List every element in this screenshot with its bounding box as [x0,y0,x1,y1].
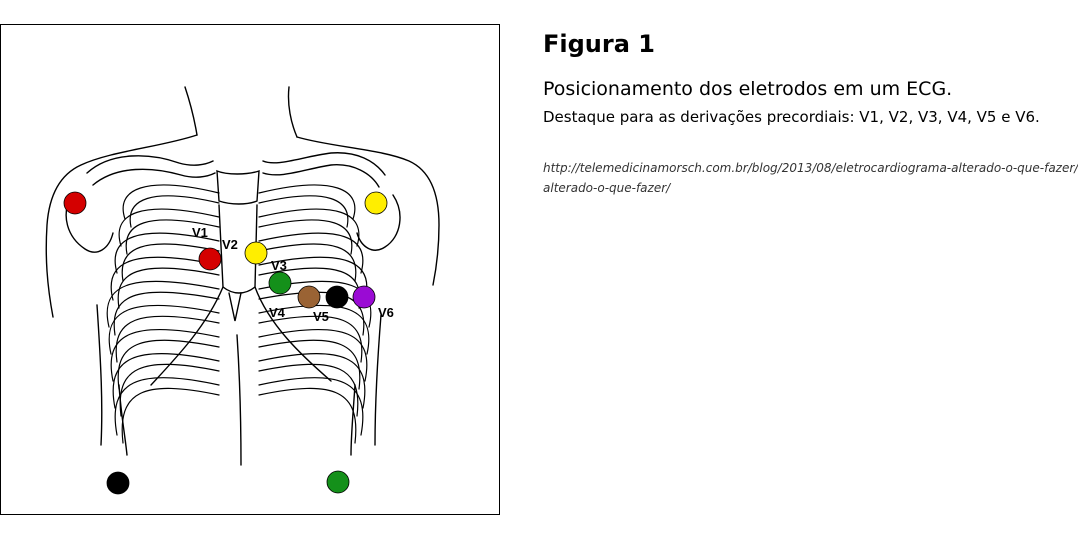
figure-title: Figura 1 [543,30,655,58]
rib-left-4 [110,256,220,309]
electrode-right-leg [106,471,130,495]
figure-subtitle: Posicionamento dos eletrodos em um ECG. [543,78,953,100]
source-url-line1: http://telemedicinamorsch.com.br/blog/20… [543,161,1078,175]
rib-cage [106,184,372,444]
rib-right-9 [258,376,364,444]
electrode-v1 [198,247,222,271]
rib-right-1 [258,184,356,228]
neck-outline-right [287,86,298,138]
arm-line-left [96,304,103,446]
rib-left-2 [118,208,220,255]
label-v5: V5 [313,309,329,324]
rib-left-5 [106,280,220,336]
neck-outline-left [184,86,198,136]
source-url-line2: alterado-o-que-fazer/ [543,181,671,195]
rib-right-3 [258,232,364,282]
arm-line-right [374,314,382,446]
chest-diagram-frame: V1 V2 V3 V4 V5 V6 [0,24,500,515]
rib-right-2 [258,208,360,255]
label-v3: V3 [271,258,287,273]
rib-left-6 [108,304,220,363]
label-v2: V2 [222,237,238,252]
rib-left-3 [114,232,220,282]
shoulder-left [65,196,114,253]
xiphoid [228,292,242,322]
rib-right-6 [258,304,370,363]
caption-panel: Figura 1 Posicionamento dos eletrodos em… [543,30,1078,230]
torso-outline-left [45,134,198,318]
flank-line-right [350,384,356,456]
costal-margin-left [150,286,224,386]
electrode-right-arm [63,191,87,215]
rib-left-1 [122,184,220,228]
shoulder-right [356,194,401,251]
clavicle-left [86,155,214,174]
label-v6: V6 [378,305,394,320]
rib-left-9 [114,376,220,444]
label-v4: V4 [269,305,286,320]
sternum-manubrium [216,169,260,205]
electrode-left-leg [326,470,350,494]
clavicle-right-lower [262,164,380,188]
electrode-left-arm [364,191,388,215]
clavicle-left-lower [92,168,216,186]
rib-right-7 [258,328,368,390]
rib-left-8 [112,352,220,417]
abdomen-line [236,334,242,466]
electrode-v5 [325,285,349,309]
electrode-v2 [244,241,268,265]
figure-source: http://telemedicinamorsch.com.br/blog/20… [543,158,1078,198]
torso-outline-right [296,136,440,286]
electrode-v3 [268,271,292,295]
rib-left-7 [110,328,220,390]
label-v1: V1 [192,225,208,240]
electrode-v4 [297,285,321,309]
figure-highlight: Destaque para as derivações precordiais:… [543,108,1040,126]
rib-right-8 [258,352,366,417]
electrode-v6 [352,285,376,309]
clavicle-right [262,152,386,176]
chest-diagram: V1 V2 V3 V4 V5 V6 [45,86,440,495]
